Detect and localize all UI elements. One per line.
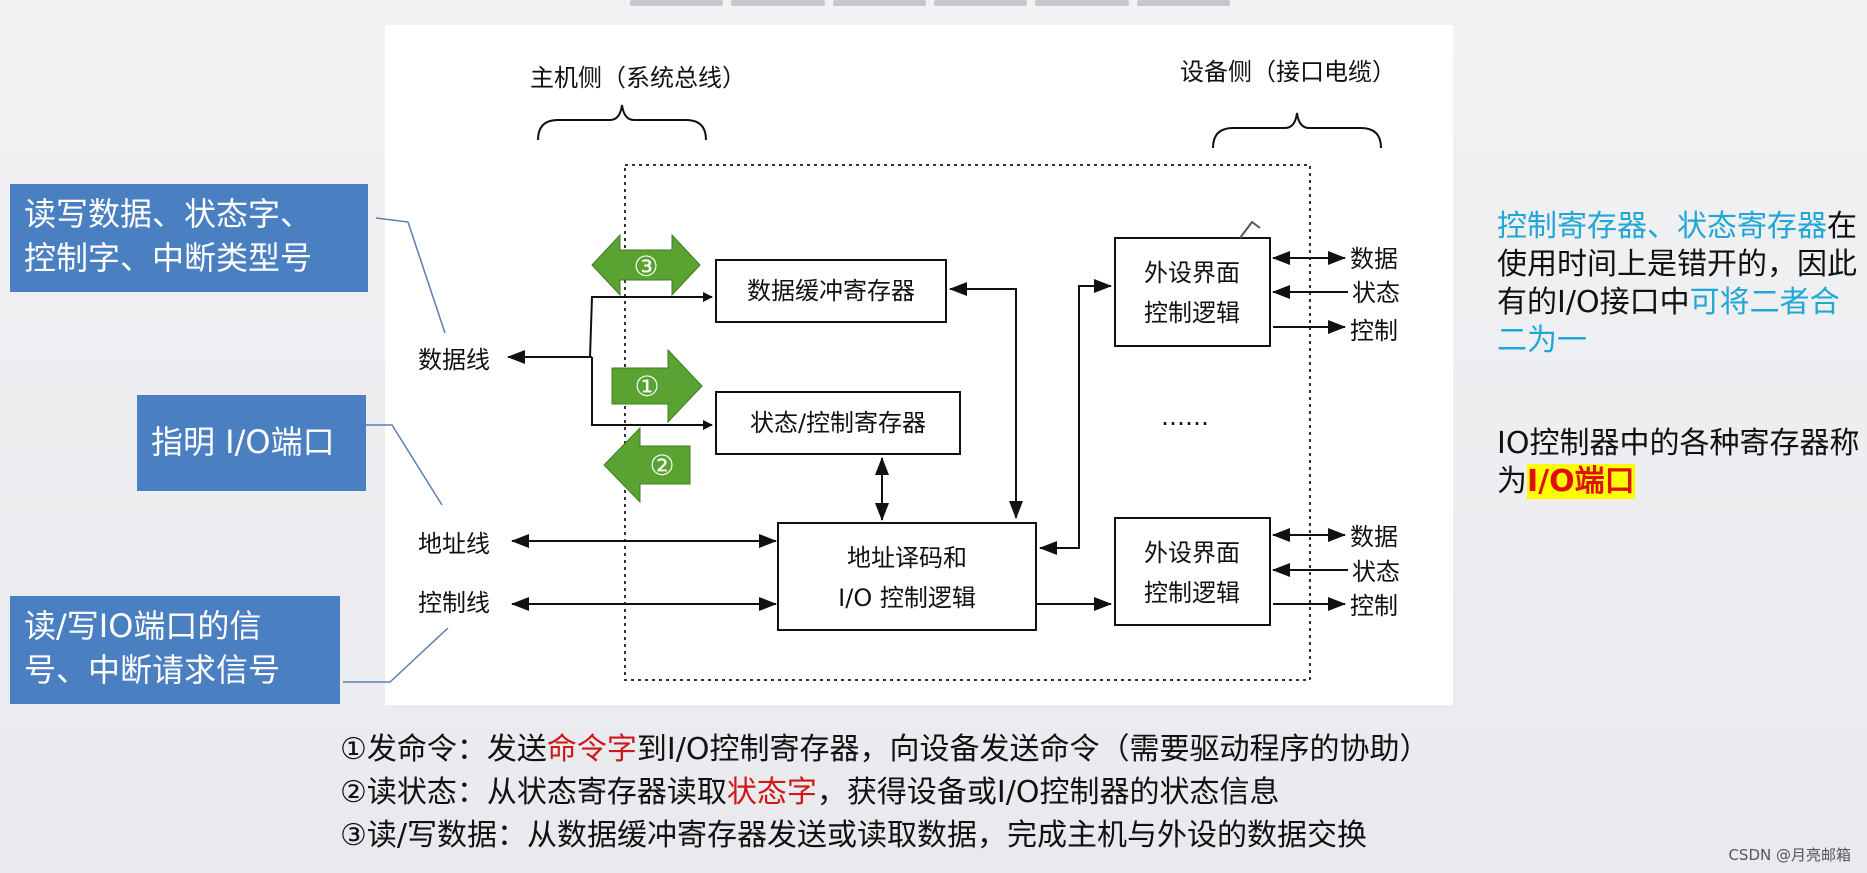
address-line-label: 地址线 <box>418 530 490 558</box>
control-line-label: 控制线 <box>418 589 490 617</box>
data-line-to-status <box>591 357 713 430</box>
step2-marker: ② <box>649 449 674 482</box>
step1-post: 到I/O控制寄存器，向设备发送命令（需要驱动程序的协助） <box>636 732 1430 767</box>
steps-list: ①发命令：发送命令字到I/O控制寄存器，向设备发送命令（需要驱动程序的协助） ②… <box>340 728 1740 857</box>
control-callout: 读/写IO端口的信 号、中断请求信号 <box>10 596 340 704</box>
data-line-leader <box>375 217 446 334</box>
address-decode-label-1: 地址译码和 <box>847 544 967 572</box>
device-interface-logic-bottom <box>1114 517 1271 626</box>
top-control-label: 控制 <box>1350 317 1398 345</box>
decode-to-device-top-link <box>1039 279 1112 555</box>
watermark: CSDN @月亮邮箱 <box>1728 846 1851 864</box>
pencil-icon <box>1239 220 1261 239</box>
top-tab-strip <box>630 0 1230 6</box>
data-line-callout-line2: 控制字、中断类型号 <box>24 239 313 277</box>
register-timing-note: 控制寄存器、状态寄存器在使用时间上是错开的，因此有的I/O接口中可将二者合二为一 <box>1497 208 1867 360</box>
io-port-note: IO控制器中的各种寄存器称为I/O端口 <box>1497 425 1867 501</box>
control-callout-line1: 读/写IO端口的信 <box>24 607 262 645</box>
step3-line: ③读/写数据：从数据缓冲寄存器发送或读取数据，完成主机与外设的数据交换 <box>340 818 1368 853</box>
data-line-to-buffer <box>589 292 713 358</box>
step1-right-arrow <box>611 348 703 424</box>
io-port-note-text: IO控制器中的各种寄存器称为 <box>1497 426 1860 499</box>
device-logic-bottom-label-2: 控制逻辑 <box>1144 579 1240 607</box>
address-leader <box>365 424 443 506</box>
device-logic-top-label-1: 外设界面 <box>1144 259 1240 287</box>
step3-double-arrow <box>591 233 701 297</box>
device-side-brace <box>1212 112 1382 149</box>
bottom-control-label: 控制 <box>1350 592 1398 620</box>
address-decode-logic <box>777 522 1037 631</box>
host-side-label: 主机侧（系统总线） <box>530 64 746 92</box>
top-status-label: 状态 <box>1352 279 1400 307</box>
device-interface-logic-top <box>1114 237 1271 347</box>
device-side-label: 设备侧（接口电缆） <box>1180 58 1396 86</box>
top-data-label: 数据 <box>1350 245 1398 273</box>
more-devices-ellipsis: …… <box>1161 403 1209 431</box>
status-control-label: 状态/控制寄存器 <box>750 409 926 437</box>
data-line-callout: 读写数据、状态字、 控制字、中断类型号 <box>10 184 368 292</box>
note-text-1: 在使用时间上是错开的，因此有的I/O接口中 <box>1497 209 1857 320</box>
address-decode-label-2: I/O 控制逻辑 <box>838 584 976 612</box>
note-cyan-1: 控制寄存器、状态寄存器 <box>1497 209 1827 244</box>
note-cyan-2: 可将二者合二为一 <box>1497 285 1840 358</box>
step3-marker: ③ <box>633 250 658 283</box>
bottom-status-label: 状态 <box>1352 558 1400 586</box>
data-buffer-label: 数据缓冲寄存器 <box>747 277 915 305</box>
step2-pre: ②读状态：从状态寄存器读取 <box>340 775 727 810</box>
step1-pre: ①发命令：发送 <box>340 732 547 767</box>
host-side-brace <box>537 104 707 141</box>
control-leader <box>343 627 449 683</box>
step2-post: ，获得设备或I/O控制器的状态信息 <box>816 775 1280 810</box>
step1-keyword: 命令字 <box>546 732 637 767</box>
step2-keyword: 状态字 <box>726 775 817 810</box>
control-callout-line2: 号、中断请求信号 <box>24 651 281 689</box>
address-callout: 指明 I/O端口 <box>137 395 366 491</box>
data-line-label: 数据线 <box>418 346 490 374</box>
address-callout-text: 指明 I/O端口 <box>151 423 335 461</box>
buffer-to-decode-link <box>949 282 1023 519</box>
step2-line: ②读状态：从状态寄存器读取状态字，获得设备或I/O控制器的状态信息 <box>340 771 1740 814</box>
io-interface-boundary <box>624 164 1311 681</box>
data-line-callout-line1: 读写数据、状态字、 <box>24 195 313 233</box>
step2-left-arrow <box>603 426 691 504</box>
step1-marker: ① <box>634 370 659 403</box>
device-logic-bottom-label-1: 外设界面 <box>1144 539 1240 567</box>
bottom-data-label: 数据 <box>1350 523 1398 551</box>
device-logic-top-label-2: 控制逻辑 <box>1144 299 1240 327</box>
data-buffer-register <box>715 259 947 323</box>
io-port-highlight: I/O端口 <box>1527 464 1635 499</box>
step1-line: ①发命令：发送命令字到I/O控制寄存器，向设备发送命令（需要驱动程序的协助） <box>340 728 1740 771</box>
